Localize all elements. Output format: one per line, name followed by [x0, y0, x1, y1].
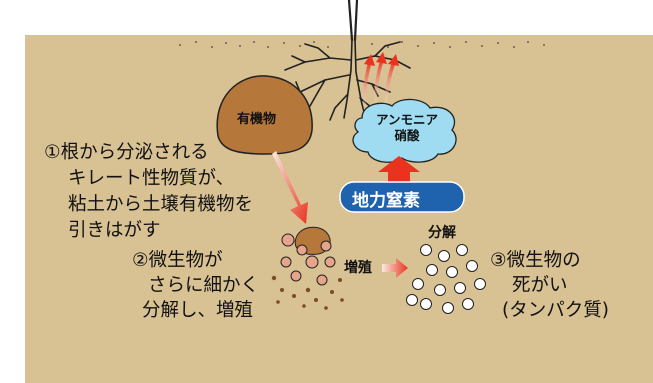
soil-nitrogen-box — [339, 181, 465, 213]
step2-line-3: 分解し、増殖 — [142, 300, 254, 321]
decompose-arrow — [272, 151, 308, 224]
soil-background — [25, 35, 653, 383]
ammonia-text: アンモニア — [375, 112, 438, 127]
microbe-cluster-left — [271, 226, 344, 310]
uptake-arrow-heads — [364, 52, 399, 66]
ammonia-cloud — [352, 98, 457, 163]
soil-nitrogen-label: 地力窒素 — [352, 191, 420, 211]
step3-description: ③微生物の 死がい (タンパク質) — [490, 248, 609, 323]
step1-description: ①根から分泌される キレート性物質が、 粘土から土壌有機物を 引きはがす — [44, 140, 253, 244]
ammonia-nitrate-label: アンモニア 硝酸 — [367, 112, 447, 144]
step1-line-2: キレート性物質が、 — [68, 168, 235, 189]
step3-line-3: (タンパク質) — [502, 300, 609, 321]
nitrate-text: 硝酸 — [394, 128, 420, 143]
proliferation-arrow — [382, 258, 408, 278]
decomposition-label: 分解 — [428, 225, 456, 241]
step3-line-1: ③微生物の — [490, 250, 581, 271]
nitrogen-up-arrow — [378, 156, 420, 186]
organic-matter-label: 有機物 — [237, 112, 277, 127]
step2-line-2: さらに細かく — [148, 275, 260, 296]
step1-line-3: 粘土から土壌有機物を — [68, 194, 254, 215]
step2-line-1: ②微生物が — [132, 250, 223, 271]
dead-microbe-cluster — [406, 244, 486, 314]
surface-speckles — [179, 41, 545, 48]
step1-line-1: ①根から分泌される — [44, 142, 209, 163]
step1-line-4: 引きはがす — [68, 220, 161, 241]
organic-matter-blob — [216, 75, 313, 155]
proliferation-label: 増殖 — [344, 260, 372, 276]
step3-line-2: 死がい — [512, 275, 568, 296]
step2-description: ②微生物が さらに細かく 分解し、増殖 — [132, 248, 259, 323]
